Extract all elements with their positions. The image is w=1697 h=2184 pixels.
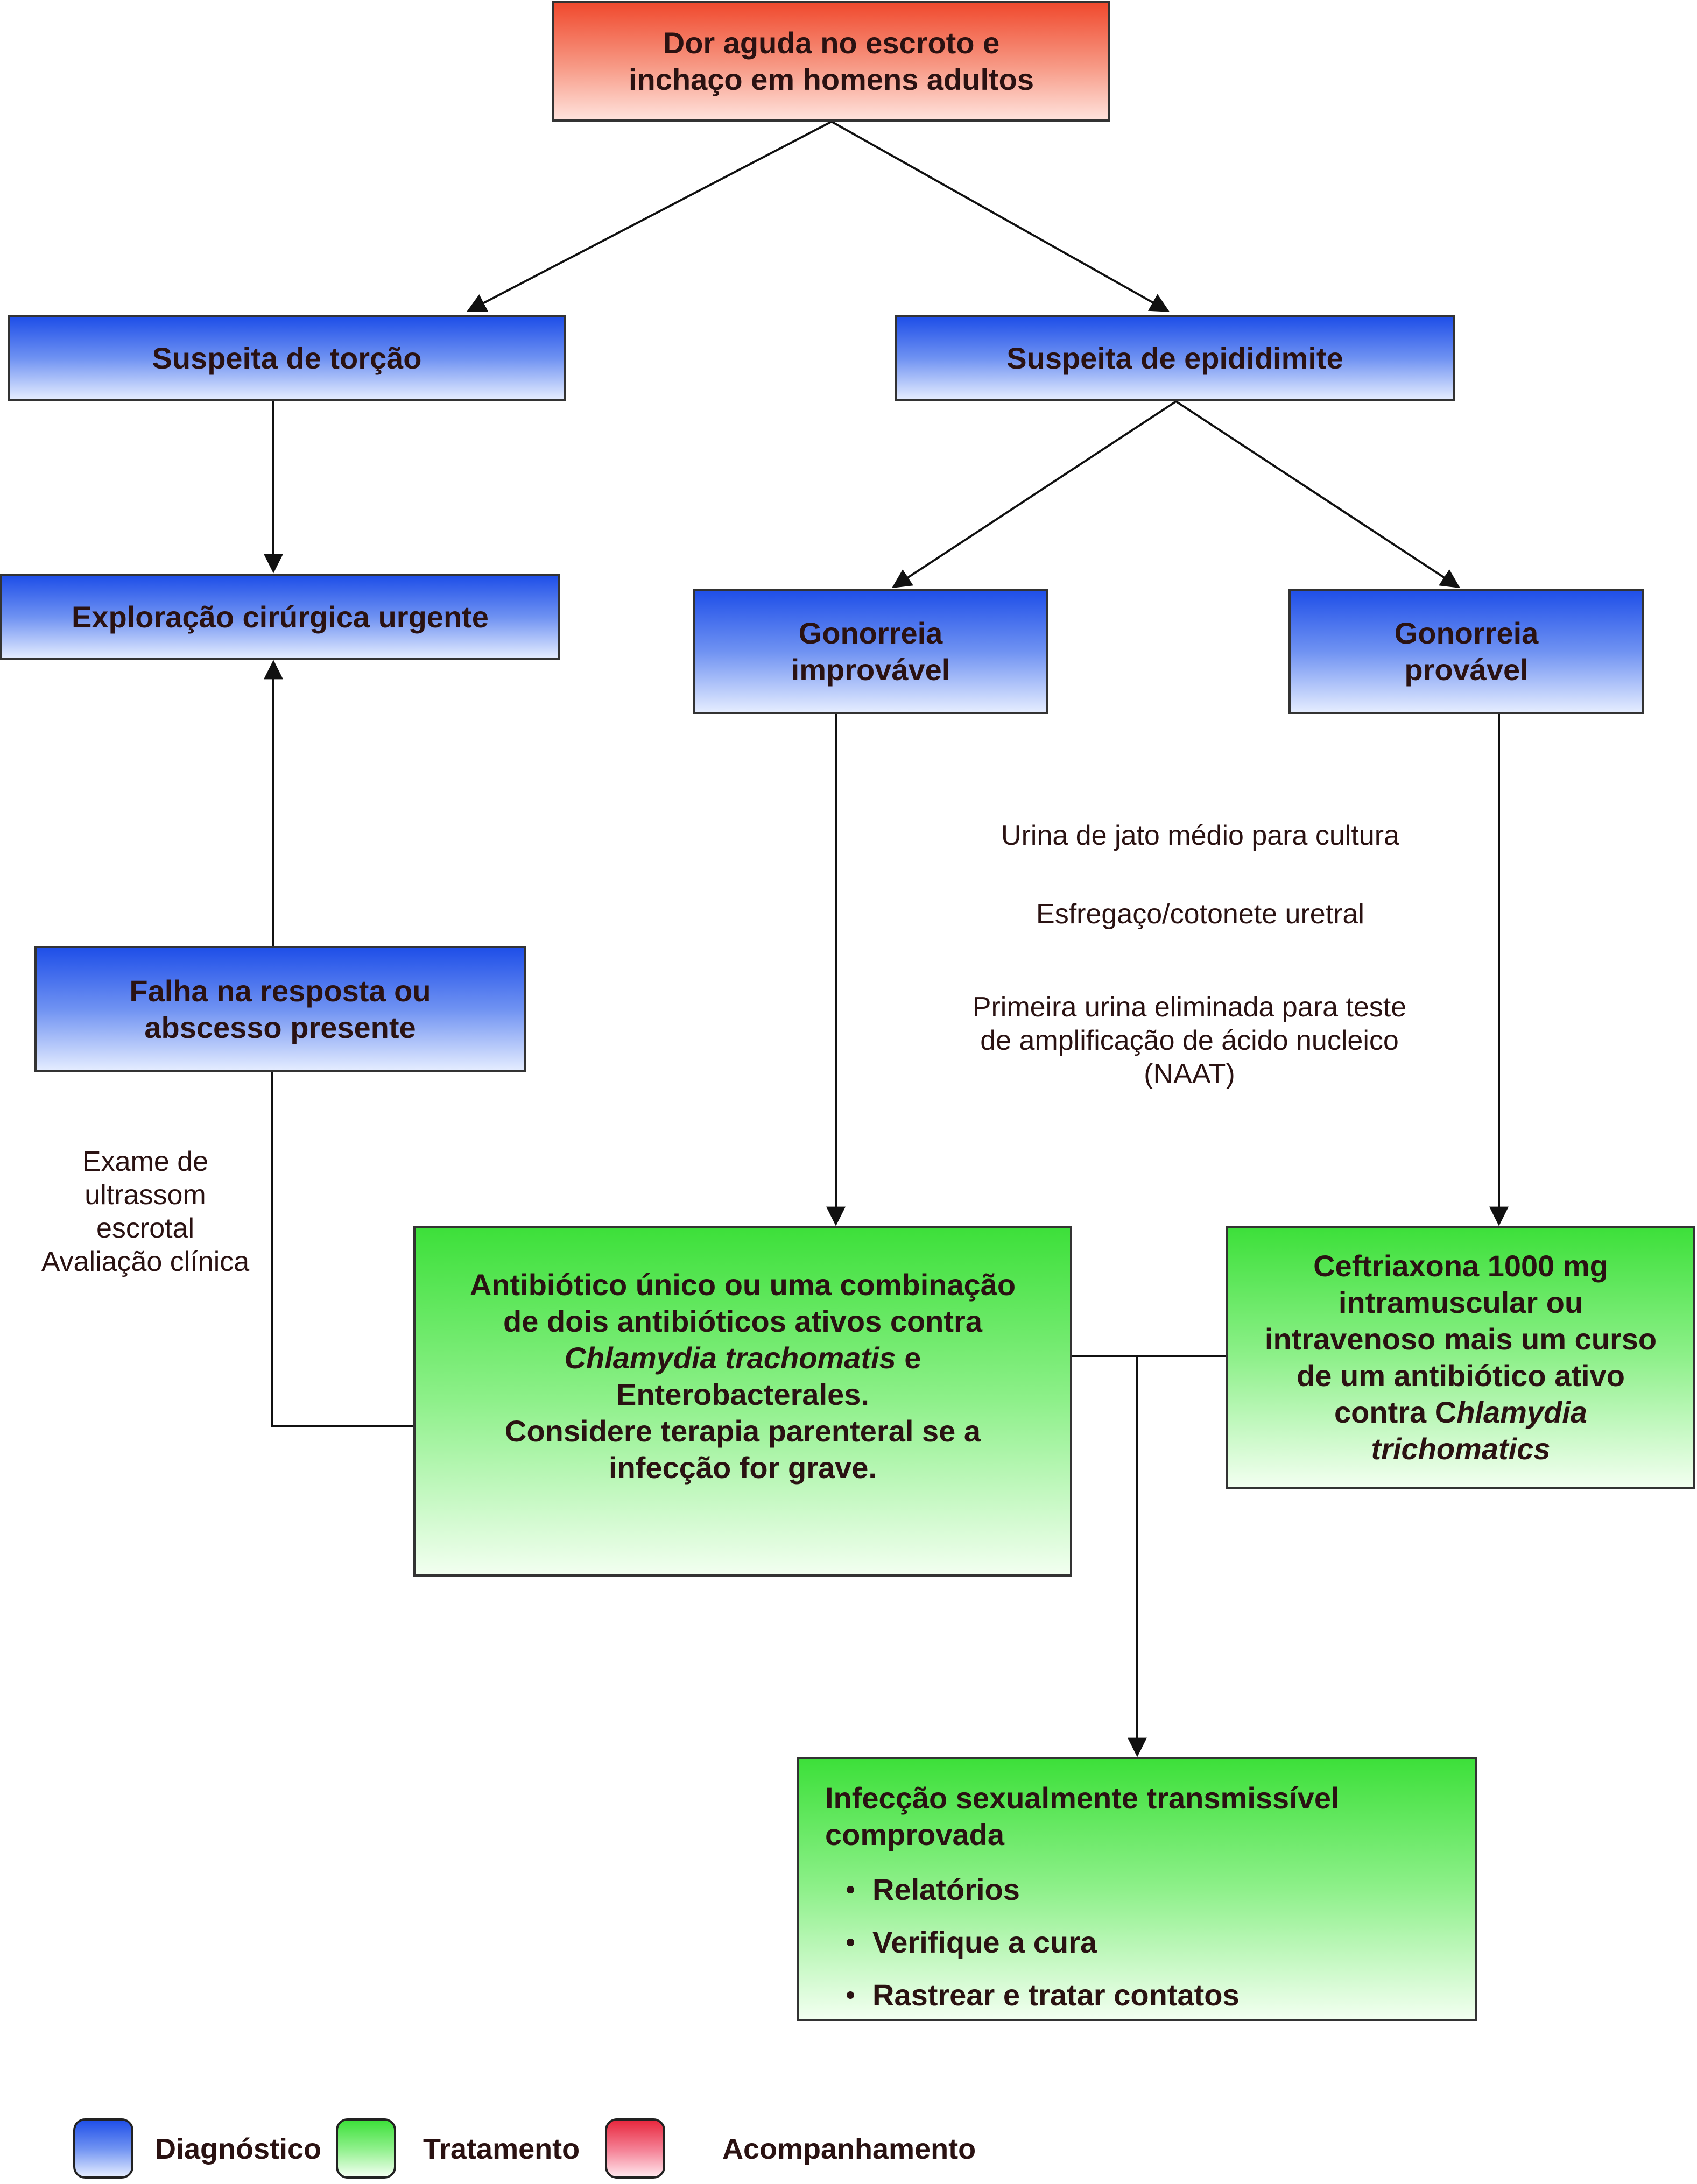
antibiotic-line1: Antibiótico único ou uma combinação <box>469 1268 1016 1302</box>
failure-node-line1: Falha na resposta ou <box>129 973 431 1008</box>
ceftriaxone-line5-plain: contra C <box>1334 1395 1457 1429</box>
surgery-node: Exploração cirúrgica urgente <box>0 574 560 660</box>
antibiotic-line3-organism: Chlamydia trachomatis <box>564 1341 896 1375</box>
start-node-line1: Dor aguda no escroto e <box>663 26 1000 60</box>
sti-bullet-contacts: Rastrear e tratar contatos <box>872 1978 1240 2012</box>
antibiotic-line6: infecção for grave. <box>609 1451 877 1485</box>
epididymitis-node-label: Suspeita de epididimite <box>1006 341 1343 375</box>
antibiotic-line3-rest: e <box>896 1341 921 1375</box>
test-note-naat-line1: Primeira urina eliminada para teste <box>972 992 1407 1023</box>
antibiotic-line3: Chlamydia trachomatis e <box>565 1340 921 1376</box>
arrow-epididymitis-to-gon-unlikely <box>891 400 1177 588</box>
antibiotic-line5: Considere terapia parenteral se a <box>505 1414 981 1448</box>
legend-swatch-treatment <box>336 2118 396 2179</box>
ceftriaxone-line6: trichomatics <box>1371 1431 1551 1466</box>
ceftriaxone-line3: intravenoso mais um curso <box>1264 1321 1657 1356</box>
sti-bullet-item: Relatórios <box>847 1871 1240 1908</box>
gon-unlikely-line1: Gonorreia <box>798 616 943 650</box>
bullet-icon <box>847 1991 854 1999</box>
start-node: Dor aguda no escroto e inchaço em homens… <box>552 1 1110 122</box>
arrow-epididymitis-to-gon-likely <box>1175 400 1461 588</box>
legend-label-diagnosis: Diagnóstico <box>155 2133 322 2165</box>
torsion-node: Suspeita de torção <box>8 315 566 401</box>
sti-bullet-list: Relatórios Verifique a cura Rastrear e t… <box>847 1855 1240 2013</box>
sti-line2: comprovada <box>825 1818 1004 1851</box>
antibiotic-line4: Enterobacterales. <box>616 1377 869 1411</box>
test-note-urethral-swab: Esfregaço/cotonete uretral <box>1036 899 1364 930</box>
legend-swatch-diagnosis <box>73 2118 133 2179</box>
ultrasound-note-line1: Exame de <box>82 1146 209 1177</box>
ceftriaxone-line5-italic: hlamydia <box>1456 1395 1587 1429</box>
sti-bullet-test-of-cure: Verifique a cura <box>872 1925 1097 1959</box>
sti-bullet-item: Rastrear e tratar contatos <box>847 1977 1240 2013</box>
ultrasound-note-line3: escrotal <box>96 1213 195 1244</box>
gon-likely-line2: provável <box>1404 652 1529 687</box>
antibiotic-line2: de dois antibióticos ativos contra <box>503 1304 982 1338</box>
failure-node-line2: abscesso presente <box>144 1010 416 1044</box>
epididymitis-node: Suspeita de epididimite <box>895 315 1455 401</box>
sti-line1: Infecção sexualmente transmissível <box>825 1781 1340 1815</box>
surgery-node-label: Exploração cirúrgica urgente <box>72 600 489 634</box>
bullet-icon <box>847 1939 854 1946</box>
bullet-icon <box>847 1886 854 1893</box>
sti-node: Infecção sexualmente transmissível compr… <box>797 1757 1477 2021</box>
arrow-start-to-epididymitis <box>831 121 1170 312</box>
legend-swatch-followup <box>605 2118 665 2179</box>
test-note-naat-line2: de amplificação de ácido nucleico <box>980 1025 1399 1056</box>
gon-unlikely-node: Gonorreia improvável <box>693 589 1048 714</box>
ceftriaxone-node: Ceftriaxona 1000 mg intramuscular ou int… <box>1226 1226 1695 1489</box>
ultrasound-note-line4: Avaliação clínica <box>41 1246 250 1277</box>
antibiotic-node: Antibiótico único ou uma combinação de d… <box>413 1226 1072 1577</box>
legend-label-followup: Acompanhamento <box>722 2133 976 2165</box>
gon-unlikely-line2: improvável <box>791 652 950 687</box>
gon-likely-node: Gonorreia provável <box>1288 589 1644 714</box>
ultrasound-note-line2: ultrassom <box>85 1179 206 1211</box>
failure-node: Falha na resposta ou abscesso presente <box>34 946 526 1072</box>
arrow-start-to-torsion <box>466 121 832 312</box>
start-node-line2: inchaço em homens adultos <box>628 62 1034 96</box>
ceftriaxone-line4: de um antibiótico ativo <box>1297 1358 1625 1393</box>
test-note-urine-culture: Urina de jato médio para cultura <box>1001 820 1399 851</box>
gon-likely-line1: Gonorreia <box>1394 616 1539 650</box>
torsion-node-label: Suspeita de torção <box>152 341 422 375</box>
sti-bullet-item: Verifique a cura <box>847 1924 1240 1961</box>
ceftriaxone-line5: contra Chlamydia <box>1334 1394 1587 1431</box>
ceftriaxone-line1: Ceftriaxona 1000 mg <box>1313 1248 1608 1283</box>
legend-label-treatment: Tratamento <box>423 2133 580 2165</box>
ceftriaxone-line2: intramuscular ou <box>1338 1285 1583 1319</box>
ultrasound-note: Exame de ultrassom escrotal Avaliação cl… <box>11 1145 280 1278</box>
connector-failure-to-antibiotic <box>271 1072 413 1427</box>
test-note-naat: Primeira urina eliminada para teste de a… <box>904 991 1475 1091</box>
sti-bullet-reporting: Relatórios <box>872 1872 1020 1906</box>
test-note-naat-line3: (NAAT) <box>1144 1058 1235 1090</box>
